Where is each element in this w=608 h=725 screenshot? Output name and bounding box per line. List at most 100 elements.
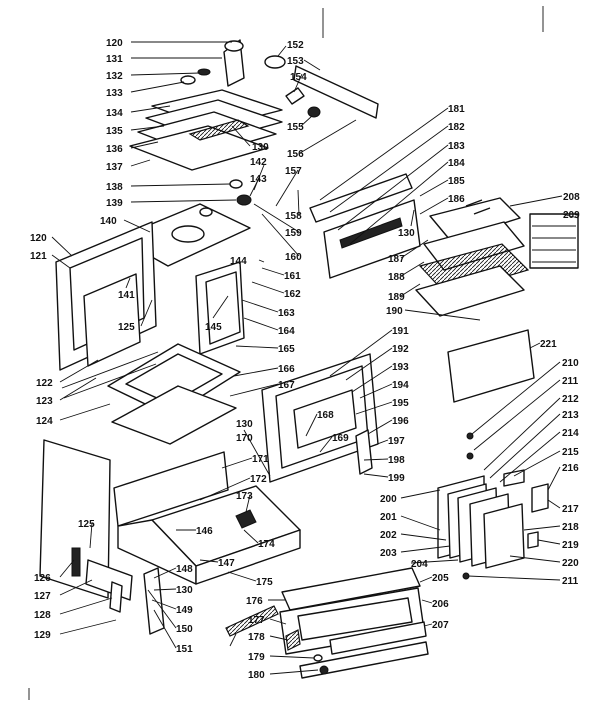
callout-170: 170 [236, 433, 253, 444]
callout-120-side: 120 [30, 233, 47, 244]
callout-211-upper: 211 [562, 376, 579, 387]
callout-192: 192 [392, 344, 409, 355]
callout-150: 150 [176, 624, 193, 635]
callout-178: 178 [248, 632, 265, 643]
callout-127: 127 [34, 591, 51, 602]
side-door-assembly-part [437, 432, 549, 580]
knob-part [307, 106, 321, 118]
drawer-back-part [113, 451, 229, 527]
callout-189: 189 [388, 292, 405, 303]
callout-132: 132 [106, 71, 123, 82]
callout-153: 153 [287, 56, 304, 67]
callout-180: 180 [248, 670, 265, 681]
callout-179: 179 [248, 652, 265, 663]
callout-155: 155 [287, 122, 304, 133]
callout-215: 215 [562, 447, 579, 458]
callout-203: 203 [380, 548, 397, 559]
callout-176: 176 [246, 596, 263, 607]
callout-128: 128 [34, 610, 51, 621]
callout-196: 196 [392, 416, 409, 427]
callout-202: 202 [380, 530, 397, 541]
callout-122: 122 [36, 378, 53, 389]
rod-part [61, 351, 159, 389]
callout-164: 164 [278, 326, 295, 337]
callout-161: 161 [284, 271, 301, 282]
callout-175: 175 [256, 577, 273, 588]
top-bracket-part [293, 65, 379, 119]
callout-169: 169 [332, 433, 349, 444]
callout-156: 156 [287, 149, 304, 160]
callout-172: 172 [250, 474, 267, 485]
callout-213: 213 [562, 410, 579, 421]
callout-185: 185 [448, 176, 465, 187]
callout-218: 218 [562, 522, 579, 533]
callout-168: 168 [317, 410, 334, 421]
side-rack-part [529, 213, 579, 269]
callout-130-mid: 130 [236, 419, 253, 430]
callout-188: 188 [388, 272, 405, 283]
callout-182: 182 [448, 122, 465, 133]
callout-165: 165 [278, 344, 295, 355]
callout-147: 147 [218, 558, 235, 569]
callout-167: 167 [278, 380, 295, 391]
callout-163: 163 [278, 308, 295, 319]
callout-131: 131 [106, 54, 123, 65]
callout-145: 145 [205, 322, 222, 333]
rear-duct-part [309, 173, 413, 223]
burner-cap-part [236, 194, 252, 206]
callout-134: 134 [106, 108, 123, 119]
callout-129: 129 [34, 630, 51, 641]
callout-125-upper: 125 [118, 322, 135, 333]
callout-194: 194 [392, 380, 409, 391]
callout-183: 183 [448, 141, 465, 152]
callout-160: 160 [285, 252, 302, 263]
vent-duct-part [180, 39, 245, 87]
callout-212: 212 [562, 394, 579, 405]
callout-139: 139 [106, 198, 123, 209]
callout-133: 133 [106, 88, 123, 99]
callout-177: 177 [248, 615, 265, 626]
heating-element-part [225, 605, 279, 637]
callout-130-rear: 130 [398, 228, 415, 239]
callout-195: 195 [392, 398, 409, 409]
callout-157: 157 [285, 166, 302, 177]
callout-labels: 120 131 132 133 134 135 136 137 138 139 … [30, 38, 580, 681]
callout-186: 186 [448, 194, 465, 205]
callout-181: 181 [448, 104, 465, 115]
callout-187: 187 [388, 254, 405, 265]
callout-144: 144 [230, 256, 247, 267]
callout-162: 162 [284, 289, 301, 300]
callout-121: 121 [30, 251, 47, 262]
callout-120-top: 120 [106, 38, 123, 49]
callout-204: 204 [411, 559, 428, 570]
rod-part [63, 363, 157, 399]
drawer-rail-part [281, 567, 421, 611]
fitting-part [285, 87, 305, 105]
callout-191: 191 [392, 326, 409, 337]
callout-149: 149 [176, 605, 193, 616]
callout-154: 154 [290, 72, 307, 83]
callout-140: 140 [100, 216, 117, 227]
callout-184: 184 [448, 158, 465, 169]
callout-193: 193 [392, 362, 409, 373]
callout-216: 216 [562, 463, 579, 474]
callout-136: 136 [106, 144, 123, 155]
callout-130-top: 130 [252, 142, 269, 153]
back-panel-part [447, 329, 535, 403]
callout-173: 173 [236, 491, 253, 502]
callout-130-lower: 130 [176, 585, 193, 596]
callout-200: 200 [380, 494, 397, 505]
callout-138: 138 [106, 182, 123, 193]
callout-220: 220 [562, 558, 579, 569]
top-plates-part [129, 89, 283, 171]
callout-214: 214 [562, 428, 579, 439]
callout-152: 152 [287, 40, 304, 51]
callout-158: 158 [285, 211, 302, 222]
screw-part [229, 179, 243, 189]
callout-126: 126 [34, 573, 51, 584]
callout-135: 135 [106, 126, 123, 137]
lower-front-panel-part [39, 439, 111, 599]
round-cap-part [264, 55, 286, 69]
callout-190: 190 [386, 306, 403, 317]
